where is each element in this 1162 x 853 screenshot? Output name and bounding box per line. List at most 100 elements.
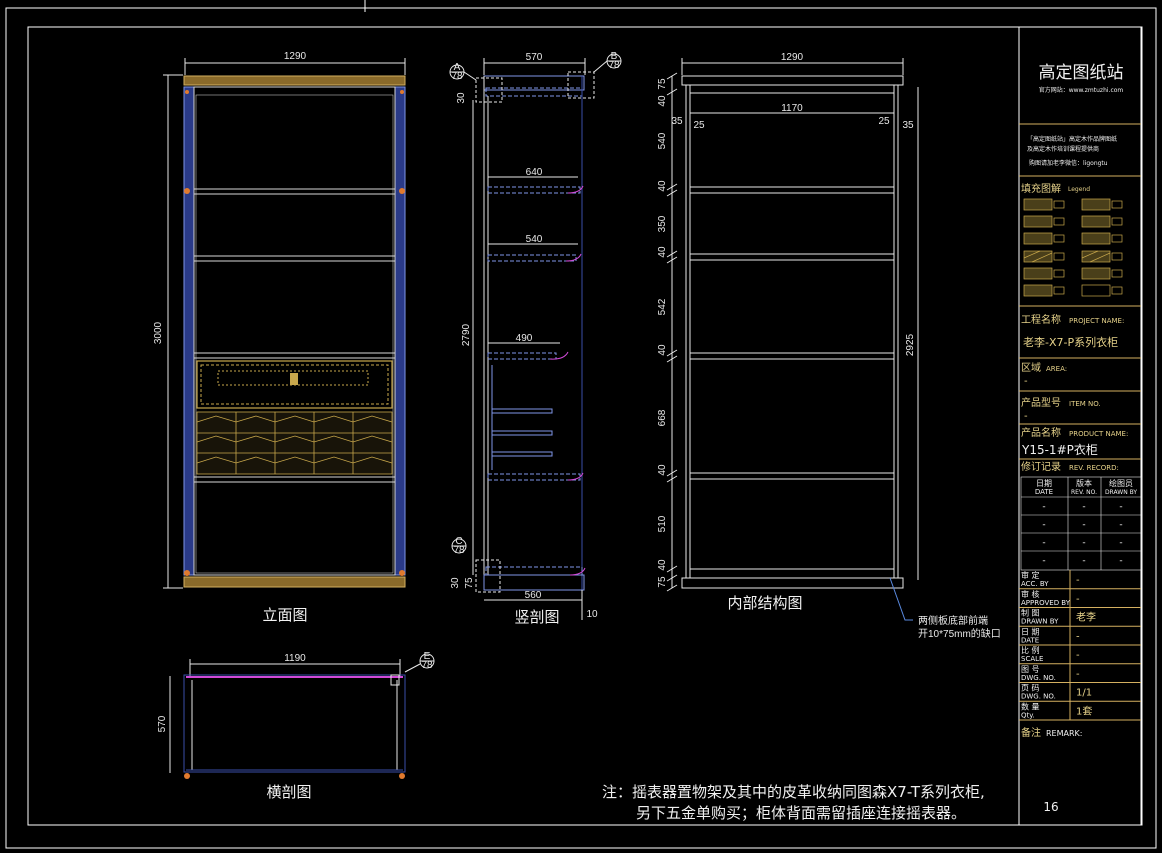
interior-left-dim-tick xyxy=(666,574,678,582)
rev-label-en: REV. RECORD: xyxy=(1069,464,1119,472)
section-drawer-3 xyxy=(491,451,553,457)
plan-section: 1190 570 E 78 横剖图 xyxy=(157,651,435,801)
section-small-dim-top: 30 xyxy=(456,92,467,104)
note-line-2: 另下五金单购买；柜体背面需留插座连接摇表器。 xyxy=(636,804,966,822)
item-label-en: ITEM NO. xyxy=(1069,400,1101,408)
section-bottom-rail xyxy=(485,566,583,576)
tb-field-value: - xyxy=(1076,575,1080,586)
vertical-section: 570 2790 30 30 75 640 540 490 xyxy=(449,51,622,626)
legend-title-en: Legend xyxy=(1068,186,1090,193)
rev-rows: ------------ xyxy=(1042,502,1122,566)
front-winder-lock xyxy=(290,373,298,385)
front-hinge-right-top xyxy=(400,90,404,94)
tb-field-label: 制 图 xyxy=(1021,608,1040,618)
section-drawer-2 xyxy=(491,430,553,436)
interior-left-dim-tick xyxy=(666,189,678,197)
interior-left-dim-tick xyxy=(666,256,678,264)
plan-corner-detail xyxy=(390,674,400,686)
front-top-cap xyxy=(183,75,406,86)
marker-a-ref: 78 xyxy=(451,71,463,82)
front-elevation-caption: 立面图 xyxy=(262,606,307,624)
interior-callout-line1: 两侧板底部前端 xyxy=(918,614,988,627)
plan-hinge-right xyxy=(399,773,405,779)
interior-left-dim-label: 40 xyxy=(657,344,668,356)
sheet-number: 16 xyxy=(1043,800,1058,814)
interior-left-dim-label: 40 xyxy=(657,95,668,107)
legend-swatches xyxy=(1023,198,1123,297)
section-marker-a: A 78 xyxy=(449,62,503,103)
interior-left-dim-label: 40 xyxy=(657,180,668,192)
area-label: 区域 xyxy=(1021,361,1041,374)
front-elevation: 1290 3000 xyxy=(153,51,406,624)
marker-b-ref: 78 xyxy=(608,60,620,71)
plan-section-caption: 横剖图 xyxy=(266,783,311,801)
section-shelf-dim-2: 540 xyxy=(526,234,543,245)
front-right-side-panel xyxy=(394,86,406,576)
interior-shelf-1 xyxy=(689,186,895,194)
rev-head-drawn-en: DRAWN BY xyxy=(1105,489,1137,496)
interior-side-dim-4: 35 xyxy=(902,120,914,131)
inner-border xyxy=(27,26,1143,826)
interior-left-dim-tick xyxy=(666,475,678,483)
plan-marker-e: E 78 xyxy=(404,651,435,673)
interior-left-dim-tick xyxy=(666,584,678,592)
interior-left-dim-label: 40 xyxy=(657,464,668,476)
front-winder-tray-inner xyxy=(200,364,389,405)
section-shelf-3 xyxy=(487,352,557,360)
tb-field-label: 日 期 xyxy=(1021,627,1040,636)
section-shelf-2 xyxy=(487,254,577,262)
tb-field-label-en: DWG. NO. xyxy=(1021,674,1056,682)
project-label-en: PROJECT NAME: xyxy=(1069,317,1124,325)
front-height-dim: 3000 xyxy=(153,321,164,344)
interior-shelf-2 xyxy=(689,253,895,261)
rev-cell: - xyxy=(1119,538,1122,548)
marker-c-ref: 78 xyxy=(453,545,465,556)
section-shelf-dim-3: 490 xyxy=(516,333,533,344)
interior-left-dim-tick xyxy=(666,565,678,573)
interior-base-rail xyxy=(689,568,895,579)
rev-cell: - xyxy=(1042,520,1045,530)
rev-cell: - xyxy=(1042,502,1045,512)
area-label-en: AREA: xyxy=(1046,365,1067,373)
rev-cell: - xyxy=(1082,538,1085,548)
marker-e-ref: 78 xyxy=(421,660,433,671)
tb-field-label: 比 例 xyxy=(1021,645,1040,655)
note-line-1: 注：摇表器置物架及其中的皮革收纳同图森X7-T系列衣柜, xyxy=(602,783,985,801)
interior-left-dim-label: 668 xyxy=(657,409,668,426)
interior-left-dim-tick xyxy=(666,469,678,477)
legend-title: 填充图解 xyxy=(1021,182,1061,195)
brand-desc-3: 购图请加老李微信：ligongtu xyxy=(1029,159,1108,167)
section-shelf-1 xyxy=(487,186,581,194)
tb-field-label-en: ACC. BY xyxy=(1021,580,1049,588)
interior-bottom-panel xyxy=(681,577,904,589)
tb-field-label-en: DATE xyxy=(1021,636,1039,644)
project-value: 老李-X7-P系列衣柜 xyxy=(1023,335,1118,349)
brand-desc-1: 「高定图纸站」高定木作品牌图纸 xyxy=(1027,135,1117,143)
interior-left-dim-label: 40 xyxy=(657,559,668,571)
interior-callout-line2: 开10*75mm的缺口 xyxy=(918,627,1001,640)
section-shelf-dim-1: 640 xyxy=(526,167,543,178)
interior-callout-leader xyxy=(889,577,913,621)
interior-left-dim-label: 40 xyxy=(657,246,668,258)
plan-depth-dim: 570 xyxy=(157,715,168,732)
tb-field-label-en: Qty. xyxy=(1021,711,1035,719)
section-height-dim: 2790 xyxy=(461,323,472,346)
rev-label: 修订记录 xyxy=(1021,460,1061,473)
front-drawer-grid xyxy=(196,411,393,475)
front-cabinet-body xyxy=(193,86,396,576)
marker-a-letter: A xyxy=(454,62,461,73)
brand-name: 高定图纸站 xyxy=(1039,63,1124,83)
rev-cell: - xyxy=(1082,520,1085,530)
front-hinge-left-lower xyxy=(184,570,190,576)
section-shelf-1-edge xyxy=(567,185,584,194)
tb-field-value: - xyxy=(1076,650,1080,661)
interior-inner-dim: 1170 xyxy=(781,103,803,114)
interior-top-dim: 1290 xyxy=(781,52,804,63)
interior-left-dim-tick xyxy=(666,250,678,258)
remark-label-en: REMARK: xyxy=(1046,729,1083,738)
section-bottom-edge xyxy=(569,567,586,576)
tb-field-label-en: DWG. NO. xyxy=(1021,693,1056,701)
rev-cell: - xyxy=(1042,556,1045,566)
